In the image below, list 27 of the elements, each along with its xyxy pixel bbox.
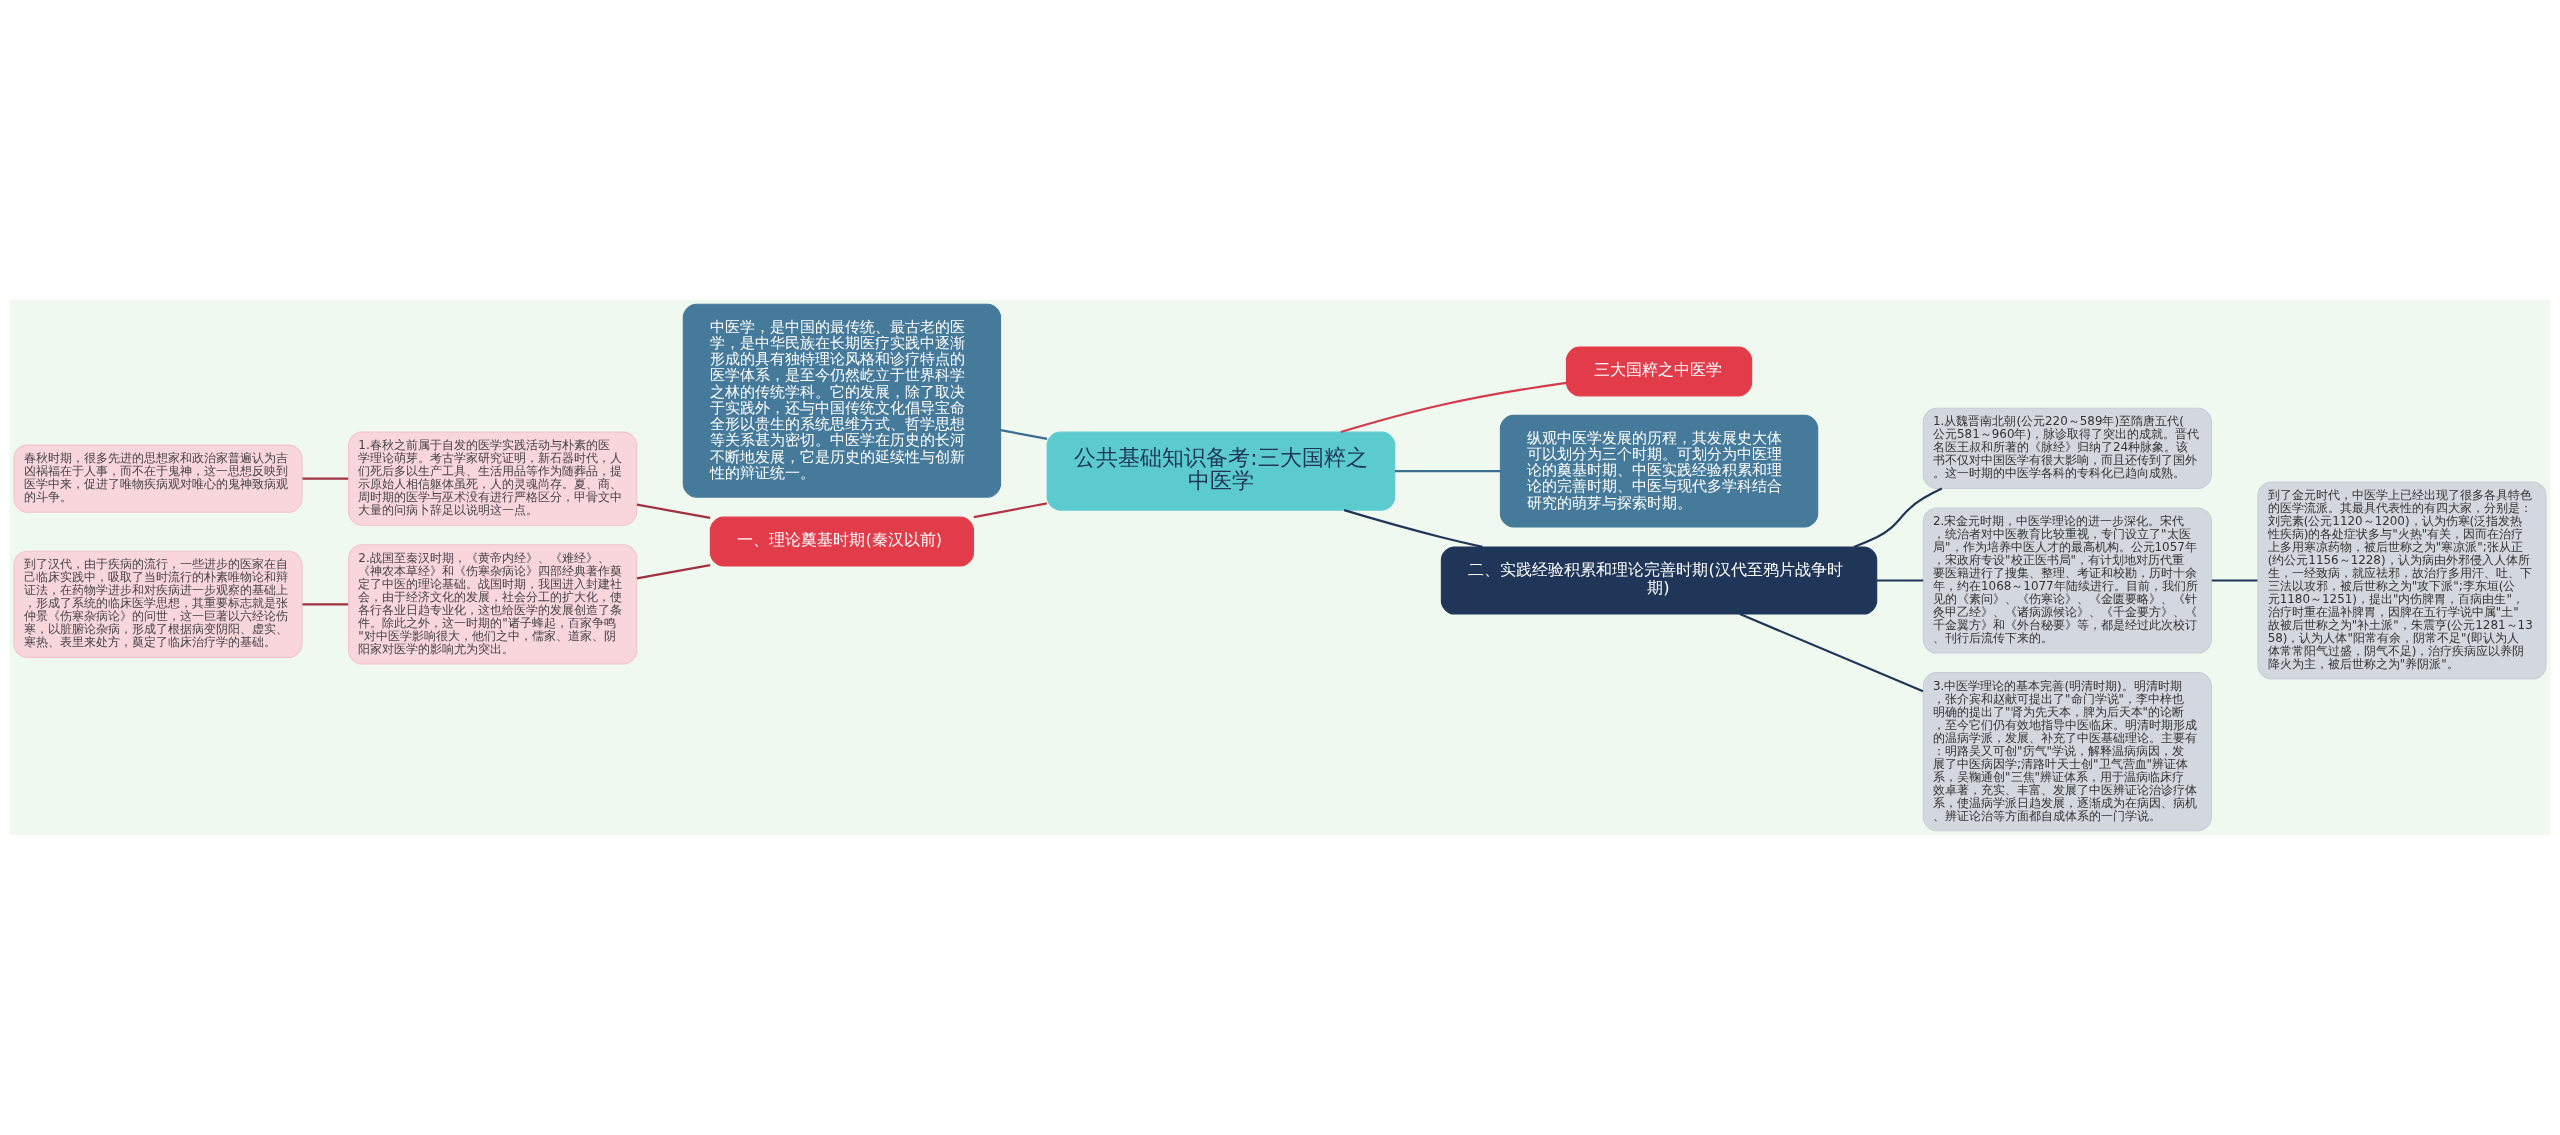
node-box: 2.战国至秦汉时期，《黄帝内经》、《难经》、《神农本草经》和《伤寒杂病论》四部经典著作奠定了中医的理论基础。战国时期，我国进入封建社会，由于经济文化的发展，社会分工的扩大化，使各行各业日趋专业化，这也给医学的发展创造了条件。除此之外，这一时期的"诸子蜂起，百家争鸣"对中医学影响很大，他们之中，儒家、道家、阴阳家对医学的影响尤为突出。 [348, 544, 638, 665]
connector [1876, 579, 1924, 582]
node-box: 1.从魏晋南北朝(公元220～589年)至隋唐五代(公元581～960年)，脉诊取得了突出的成就。晋代名医王叔和所著的《脉经》归纳了24种脉象。该书不仅对中国医学有很大影响，而且还传到了国外。这一时期的中医学各科的专科化已趋向成熟。 [1922, 407, 2212, 489]
connector [1340, 381, 1567, 434]
connector [1000, 429, 1048, 440]
connector [636, 564, 711, 580]
node-box: 中医学，是中国的最传统、最古老的医学，是中华民族在长期医疗实践中逐渐形成的具有独特理论风格和诊疗特点的医学体系，是至今仍然屹立于世界科学之林的传统学科。它的发展，除了取决于实践外，还与中国传统文化倡导宝命全形以贵生的系统思维方式、哲学思想等关系甚为密切。中医学在历史的长河不断地发展，它是历史的延续性与创新性的辩证统一。 [682, 303, 1002, 498]
node-box: 纵观中医学发展的历程，其发展史大体可以划分为三个时期。可划分为中医理论的奠基时期、中医实践经验积累和理论的完善时期、中医与现代多学科结合研究的萌芽与探索时期。 [1499, 414, 1819, 528]
connector [1394, 470, 1501, 473]
connector [302, 477, 349, 480]
node-box: 一、理论奠基时期(秦汉以前) [709, 516, 975, 567]
node-box: 2.宋金元时期，中医学理论的进一步深化。宋代，统治者对中医教育比较重视，专门设立了"太医局"，作为培养中医人才的最高机构。公元1057年，宋政府专设"校正医书局"，有计划地对历代重要医籍进行了搜集、整理、考证和校勘，历时十余年，约在1068～1077年陆续进行。目前，我们所见的《素问》、《伤寒论》、《金匮要略》、《针灸甲乙经》、《诸病源候论》、《千金要方》、《千金翼方》和《外台秘要》等，都是经过此次校订、刊行后流传下来的。 [1922, 507, 2212, 654]
connector [302, 603, 349, 606]
connector [2211, 579, 2258, 582]
node-box: 二、实践经验积累和理论完善时期(汉代至鸦片战争时期) [1440, 546, 1878, 615]
connector [1853, 487, 1943, 548]
node-box: 到了汉代，由于疾病的流行，一些进步的医家在自己临床实践中，吸取了当时流行的朴素唯物论和辩证法，在药物学进步和对疾病进一步观察的基础上，形成了系统的临床医学思想，其重要标志就是张仲景《伤寒杂病论》的问世，这一巨著以六经论伤寒，以脏腑论杂病，形成了根据病变阴阳、虚实、寒热、表里来处方，奠定了临床治疗学的基础。 [13, 550, 303, 658]
connector [636, 503, 711, 519]
node-box: 3.中医学理论的基本完善(明清时期)。明清时期，张介宾和赵献可提出了"命门学说"，李中梓也明确的提出了"肾为先天本，脾为后天本"的论断，至今它们仍有效地指导中医临床。明清时期形成的温病学派，发展、补充了中医基础理论。主要有：明路吴又可创"疠气"学说，解释温病病因，发展了中医病因学;清路叶天士创"卫气营血"辨证体系，吴鞠通创"三焦"辨证体系，用于温病临床疗效卓著，充实、丰富、发展了中医辨证论治诊疗体系，使温病学派日趋发展，逐渐成为在病因、病机、辨证论治等方面都自成体系的一门学说。 [1922, 672, 2212, 832]
connector [1343, 509, 1483, 548]
node-box: 三大国粹之中医学 [1565, 346, 1753, 397]
node-box: 1.春秋之前属于自发的医学实践活动与朴素的医学理论萌芽。考古学家研究证明，新石器时代，人们死后多以生产工具、生活用品等作为随葬品，提示原始人相信躯体虽死，人的灵魂尚存。夏、商、周时期的医学与巫术没有进行严格区分，甲骨文中大量的问病卜辞足以说明这一点。 [348, 431, 638, 526]
node-box: 公共基础知识备考:三大国粹之中医学 [1046, 431, 1396, 511]
connector [973, 502, 1048, 519]
node-box: 春秋时期，很多先进的思想家和政治家普遍认为吉凶祸福在于人事，而不在于鬼神，这一思想反映到医学中来，促进了唯物疾病观对唯心的鬼神致病观的斗争。 [13, 444, 303, 513]
node-box: 到了金元时代，中医学上已经出现了很多各具特色的医学流派。其最具代表性的有四大家，分别是：刘完素(公元1120～1200)，认为伤寒(泛指发热性疾病)的各处症状多与"火热"有关，因而在治疗上多用寒凉药物，被后世称之为"寒凉派";张从正(约公元1156～1228)，认为病由外邪侵入人体所生，一经致病，就应祛邪，故治疗多用汗、吐、下三法以攻邪，被后世称之为"攻下派";李东垣(公元1180～1251)，提出"内伤脾胃，百病由生"，治疗时重在温补脾胃，因脾在五行学说中属"土"故被后世称之为"补土派"，朱震亨(公元1281～1358)，认为人体"阳常有余，阴常不足"(即认为人体常常阳气过盛，阴气不足)，治疗疾病应以养阴降火为主，被后世称之为"养阴派"。 [2257, 481, 2547, 680]
connector [1739, 613, 1924, 693]
